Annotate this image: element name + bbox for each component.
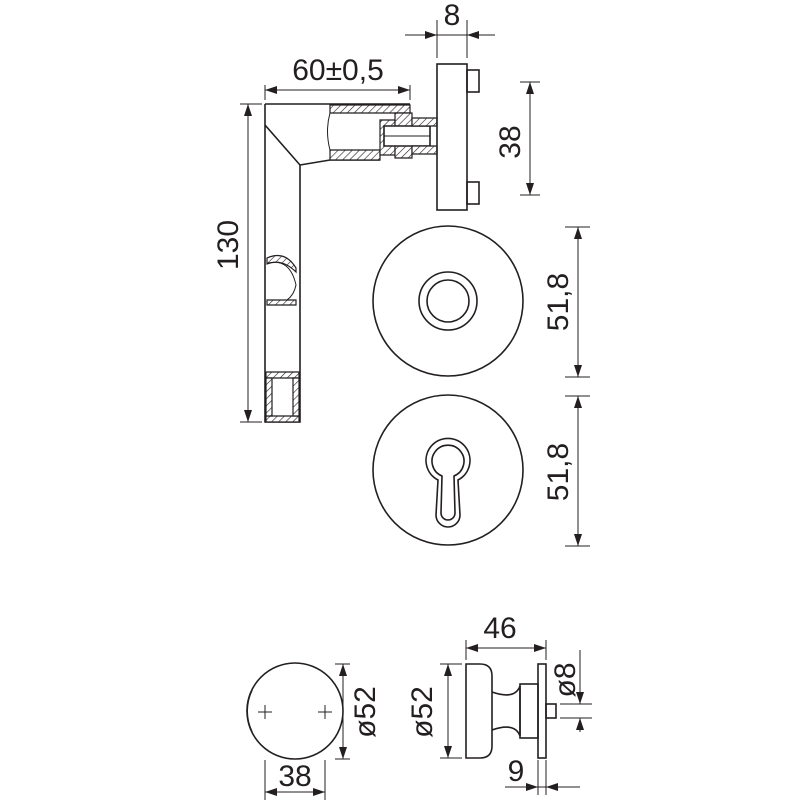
rose-front-round bbox=[372, 225, 524, 377]
knob-side-neck bbox=[491, 685, 521, 737]
rose-screw-top bbox=[466, 69, 480, 93]
dim-label-46: 46 bbox=[483, 612, 516, 645]
lever-outline bbox=[264, 104, 301, 423]
dim-knob-diameter-front: ø52 bbox=[335, 663, 382, 760]
rose-front-keyhole bbox=[372, 394, 524, 546]
dim-label-60: 60±0,5 bbox=[292, 54, 384, 87]
dim-rose-thickness: 8 bbox=[405, 0, 495, 58]
dim-lever-length: 130 bbox=[212, 103, 262, 423]
keyhole-inner bbox=[431, 444, 465, 521]
dim-label-8: 8 bbox=[444, 0, 461, 32]
knob-front-edge bbox=[246, 689, 253, 733]
rose-side-view bbox=[436, 63, 480, 211]
spindle-collar-bottom bbox=[411, 145, 438, 155]
knob-side-rose bbox=[537, 663, 547, 759]
rose-screw-bottom bbox=[466, 181, 480, 205]
dim-label-51-8-top: 51,8 bbox=[542, 273, 575, 331]
knob-side-body bbox=[465, 663, 493, 759]
dim-knob-rose-thickness: 9 bbox=[505, 755, 580, 795]
dim-label-9: 9 bbox=[508, 755, 525, 788]
rose-keyhole-outline bbox=[372, 394, 524, 546]
lever-end-section-bottom bbox=[265, 415, 300, 423]
rose-plate bbox=[436, 63, 468, 211]
lever-grip-section-bottom bbox=[266, 299, 297, 306]
keyhole-outer bbox=[425, 437, 471, 528]
rose-round-outline bbox=[372, 225, 524, 377]
dim-knob-diameter-side: ø52 bbox=[406, 663, 462, 759]
dim-label-51-8-bottom: 51,8 bbox=[542, 443, 575, 501]
rose-round-ring-outer bbox=[418, 271, 478, 331]
dim-label-130: 130 bbox=[212, 220, 245, 270]
lever-tube-curve bbox=[327, 112, 331, 151]
lever-tube-section-top bbox=[329, 104, 411, 114]
dim-lever-projection: 60±0,5 bbox=[264, 54, 411, 100]
lever-neck-lower bbox=[299, 159, 380, 166]
knob-front-outer bbox=[246, 662, 344, 760]
dim-knob-depth: 46 bbox=[465, 612, 547, 660]
dim-label-spindle-8: ø8 bbox=[549, 662, 582, 697]
dim-label-52-side: ø52 bbox=[406, 686, 439, 738]
dim-knob-width: 38 bbox=[264, 760, 326, 800]
dim-spindle-diameter: ø8 bbox=[549, 650, 592, 732]
dim-label-38-side: 38 bbox=[494, 125, 527, 158]
knob-front-view bbox=[246, 662, 344, 760]
lever-end-wall-right bbox=[292, 377, 300, 417]
lever-side-view bbox=[264, 103, 438, 423]
lever-end-wall-left bbox=[265, 377, 273, 417]
dim-label-38-knob: 38 bbox=[278, 760, 311, 793]
knob-side-collar bbox=[519, 683, 539, 739]
dim-rose-keyhole-diameter: 51,8 bbox=[542, 395, 590, 547]
rose-round-ring-inner bbox=[426, 279, 470, 323]
dim-rose-height: 38 bbox=[494, 81, 540, 196]
lever-end-section-top bbox=[265, 371, 300, 379]
lever-tube-section-bottom bbox=[329, 149, 381, 161]
spindle-collar-top bbox=[411, 117, 438, 127]
knob-side-view bbox=[465, 663, 557, 759]
dim-rose-round-diameter: 51,8 bbox=[542, 226, 590, 378]
knob-side-spindle bbox=[545, 703, 557, 719]
dim-label-52-front: ø52 bbox=[349, 686, 382, 738]
